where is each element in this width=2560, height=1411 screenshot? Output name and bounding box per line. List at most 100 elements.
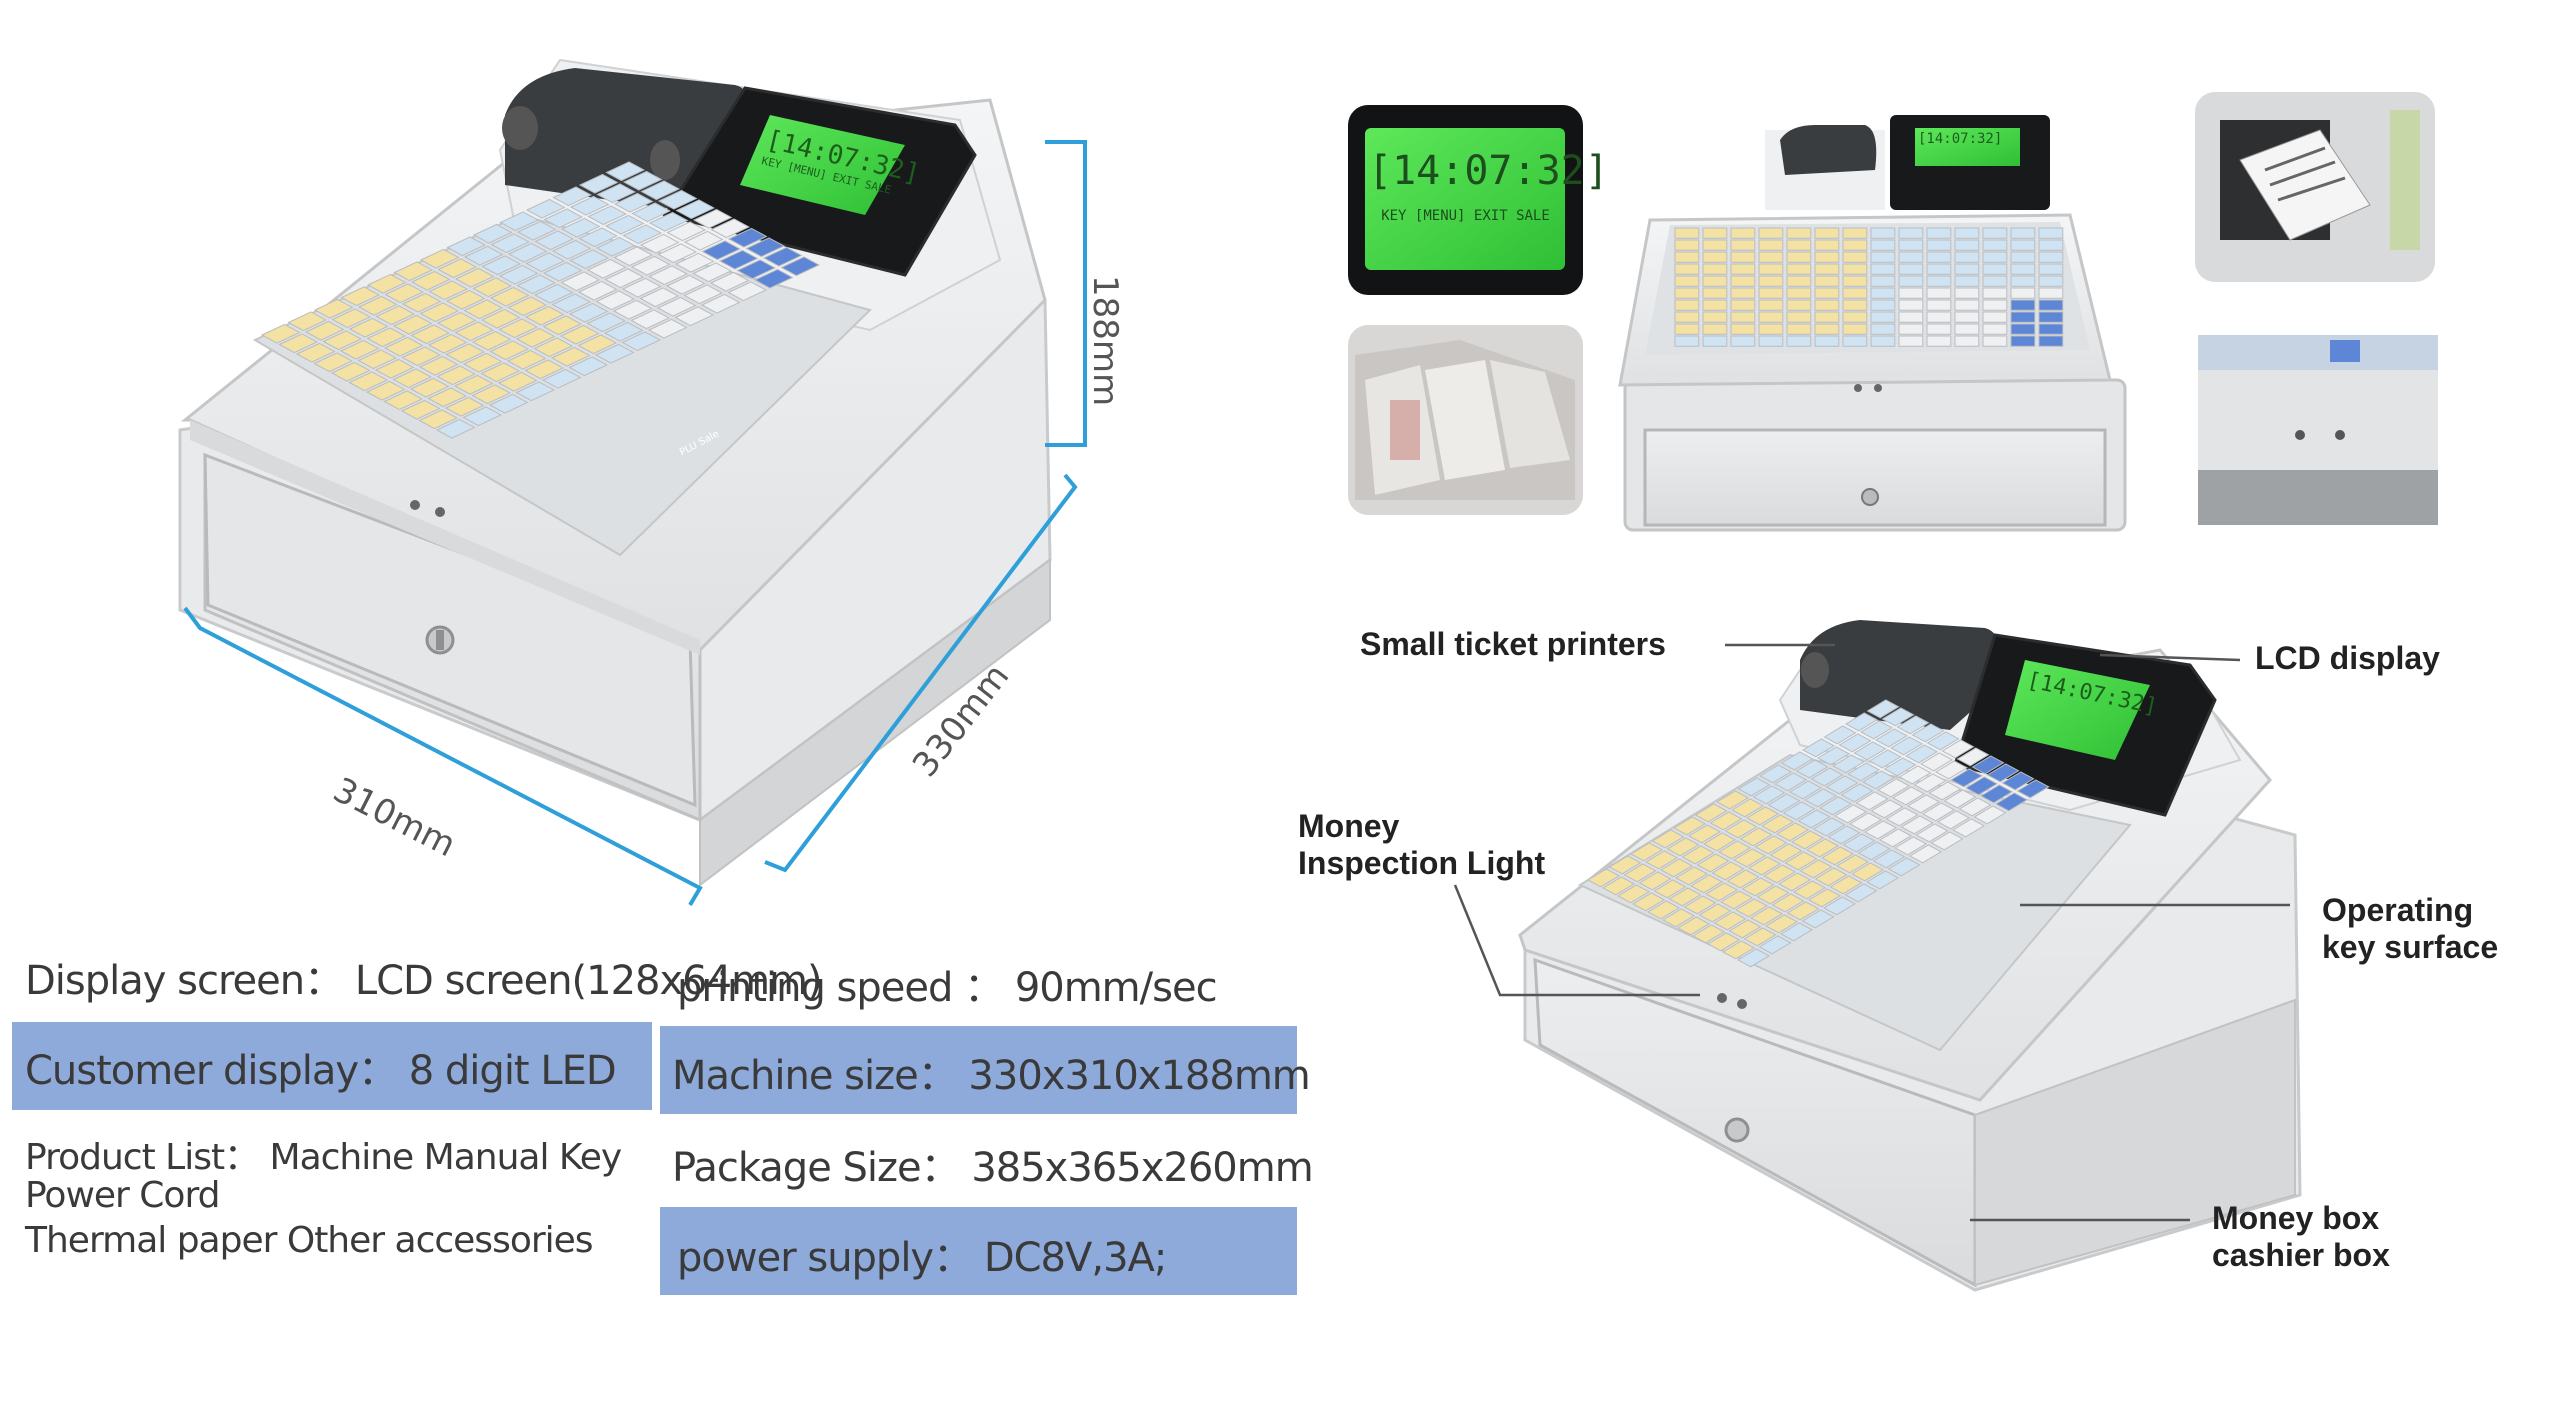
keypad-key <box>1799 859 1833 879</box>
keypad-key <box>446 236 487 257</box>
keypad-key <box>1702 299 1728 311</box>
front-view-register <box>1618 115 2127 532</box>
keypad-key <box>1767 793 1801 813</box>
keypad-key <box>1762 864 1797 884</box>
keypad-key <box>2038 299 2064 311</box>
band-machine-size <box>660 1026 1297 1114</box>
keypad-key <box>692 208 733 229</box>
keypad-key <box>1730 323 1756 335</box>
keypad-key <box>1982 299 2008 311</box>
keypad-key <box>1814 275 1840 287</box>
keypad-key <box>1928 781 1962 801</box>
keypad-key <box>683 284 724 305</box>
keypad-key <box>1926 263 1952 275</box>
keypad-key <box>1687 824 1722 844</box>
keypad-key <box>1844 883 1878 903</box>
keypad-key <box>304 320 345 341</box>
keypad-key <box>278 333 319 354</box>
keypad-key <box>1994 792 2029 812</box>
keypad-key <box>435 418 476 439</box>
keypad-key <box>1986 763 2020 783</box>
keypad-key <box>1842 323 1868 335</box>
keypad-key <box>1881 707 1915 727</box>
keypad-key <box>665 274 706 295</box>
keypad-key <box>753 268 794 289</box>
keypad-key <box>700 293 741 314</box>
keypad-key <box>1674 866 1709 886</box>
thumbnail-lcd-menu: KEY [MENU] EXIT SALE <box>1381 208 1550 224</box>
keypad-key <box>1831 754 1866 774</box>
keypad-key <box>2038 263 2064 275</box>
keypad-key <box>1814 311 1840 323</box>
keypad-key <box>1915 823 1949 843</box>
keypad-key <box>1868 749 1902 769</box>
keypad-key <box>1797 809 1831 829</box>
keypad-key <box>1846 762 1881 782</box>
keypad-key <box>418 409 459 430</box>
keypad-key <box>1702 335 1728 347</box>
keypad-key <box>1702 287 1728 299</box>
keypad-key <box>1715 790 1750 810</box>
keypad-key <box>1717 840 1752 860</box>
keypad-key <box>1885 807 1919 827</box>
keypad-key <box>1758 311 1784 323</box>
keypad-key <box>578 227 619 248</box>
keypad-key <box>1835 854 1870 874</box>
keypad-key <box>1934 760 1969 780</box>
keypad-key <box>631 202 672 223</box>
keypad-key <box>419 248 460 269</box>
keypad-key <box>1786 311 1812 323</box>
keypad-key <box>560 217 601 238</box>
keypad-key <box>1833 804 1868 824</box>
main-register-illustration <box>178 58 1052 888</box>
keypad-key <box>762 246 803 267</box>
keypad-key <box>1814 251 1840 263</box>
keypad-key <box>604 268 645 289</box>
keypad-key <box>551 293 592 314</box>
keypad-key <box>1801 909 1835 929</box>
keypad-key <box>1898 299 1924 311</box>
keypad-key <box>683 230 724 251</box>
keypad-key <box>1674 275 1700 287</box>
keypad-key <box>1982 335 2008 347</box>
keypad-key <box>1954 227 1980 239</box>
keypad-key <box>1898 287 1924 299</box>
keypad-key <box>1788 780 1823 800</box>
keypad-key <box>1777 872 1812 892</box>
keypad-key <box>552 186 593 207</box>
keypad-key <box>1893 836 1928 856</box>
keypad-key <box>506 349 547 370</box>
keypad-key <box>2038 239 2064 251</box>
keypad-key <box>313 298 354 319</box>
keypad-key <box>1866 699 1900 719</box>
label-key-surface: key surface <box>2322 929 2499 965</box>
keypad-key <box>630 255 671 276</box>
keypad-key <box>313 352 354 373</box>
keypad-key <box>1638 871 1672 891</box>
keypad-key <box>1704 882 1739 902</box>
keypad-key <box>1870 287 1896 299</box>
keypad-key <box>1608 855 1642 875</box>
keypad-key <box>366 327 407 348</box>
keypad-key <box>453 374 494 395</box>
keypad-key <box>1820 846 1855 866</box>
keypad-key <box>374 358 415 379</box>
keypad-key <box>1874 728 1909 748</box>
keypad-key <box>1694 803 1728 823</box>
keypad-key <box>560 271 601 292</box>
keypad-key <box>1726 869 1760 889</box>
keypad-key <box>463 299 504 320</box>
keypad-key <box>577 334 618 355</box>
keypad-key <box>295 342 336 363</box>
keypad-key <box>1904 744 1939 764</box>
keypad-key <box>1702 263 1728 275</box>
keypad-key <box>1674 263 1700 275</box>
keypad-key <box>480 362 521 383</box>
keypad-key <box>1730 287 1756 299</box>
keypad-key <box>1736 948 1771 968</box>
keypad-key <box>543 208 584 229</box>
keypad-key <box>1702 251 1728 263</box>
keypad-key <box>498 318 539 339</box>
keypad-key <box>1926 299 1952 311</box>
keypad-key <box>1674 323 1700 335</box>
